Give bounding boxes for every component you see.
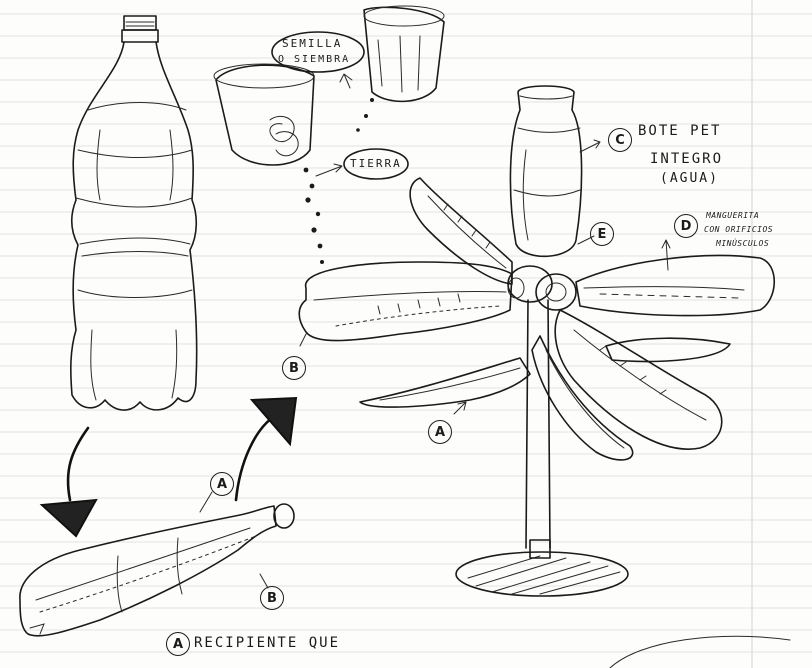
tower-hub-drawing xyxy=(508,266,576,310)
planter-lower-left xyxy=(360,358,530,407)
badge-e: E xyxy=(590,222,614,246)
badge-a-footer: A xyxy=(166,632,190,656)
badge-a-tower: A xyxy=(428,420,452,444)
planter-small-right xyxy=(606,338,730,361)
badge-a-cut-bottle: A xyxy=(210,472,234,496)
planter-lower-right xyxy=(555,310,722,449)
label-bote-pet: BOTE PET xyxy=(638,124,721,138)
label-integro: INTEGRO xyxy=(650,152,723,166)
label-agua: (AGUA) xyxy=(660,172,719,185)
arrow-up-right xyxy=(236,398,296,500)
planter-lower-middle xyxy=(532,336,633,460)
falling-particles xyxy=(304,98,374,264)
badge-c: C xyxy=(608,128,632,152)
label-manguerita: MANGUERITA xyxy=(706,212,759,220)
label-pointers-right xyxy=(200,140,600,588)
badge-b-tower: B xyxy=(282,356,306,380)
soil-pot-drawing xyxy=(364,6,444,101)
seed-pot-drawing xyxy=(214,64,314,165)
tower-top-bottle-drawing xyxy=(510,86,581,256)
planter-left xyxy=(299,262,512,341)
label-con-orificios: CON ORIFICIOS xyxy=(704,226,773,234)
label-recipiente-que: RECIPIENTE QUE xyxy=(194,636,340,650)
label-tierra: TIERRA xyxy=(350,158,402,169)
whole-bottle-drawing xyxy=(71,16,197,410)
badge-b-cut-bottle: B xyxy=(260,586,284,610)
badge-d: D xyxy=(674,214,698,238)
label-o-siembra: O SIEMBRA xyxy=(278,55,350,65)
label-minusculos: MINÚSCULOS xyxy=(716,240,769,248)
cut-bottle-drawing xyxy=(20,504,294,636)
label-semilla: SEMILLA xyxy=(282,38,342,49)
